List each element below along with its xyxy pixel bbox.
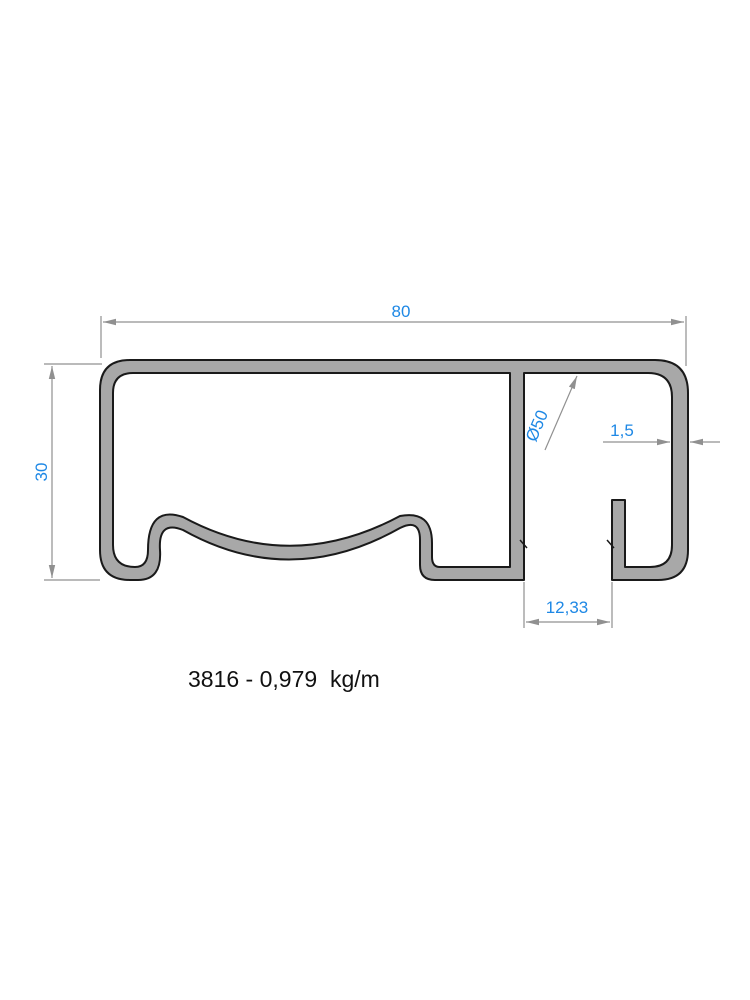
profile-code: 3816	[188, 666, 240, 692]
notch-tick-left	[519, 539, 528, 549]
notch-tick-right	[606, 539, 615, 549]
dimension-height-label: 30	[32, 463, 51, 482]
profile-weight: 0,979	[259, 666, 318, 692]
caption-gap	[317, 666, 330, 692]
profile-caption: 3816 - 0,979 kg/m	[188, 666, 380, 693]
dimension-channel	[523, 582, 613, 628]
dimension-width	[100, 316, 687, 366]
dimension-diameter-label: Ø50	[522, 407, 552, 444]
dimension-height	[44, 363, 102, 581]
caption-separator: -	[239, 666, 260, 692]
dimension-width-label: 80	[392, 302, 411, 321]
dimension-diameter-leader	[544, 375, 578, 451]
profile-inner-chamber	[112, 372, 511, 568]
dimension-wall-label: 1,5	[610, 421, 634, 440]
profile-weight-unit: kg/m	[329, 666, 380, 692]
dimension-channel-label: 12,33	[546, 598, 589, 617]
